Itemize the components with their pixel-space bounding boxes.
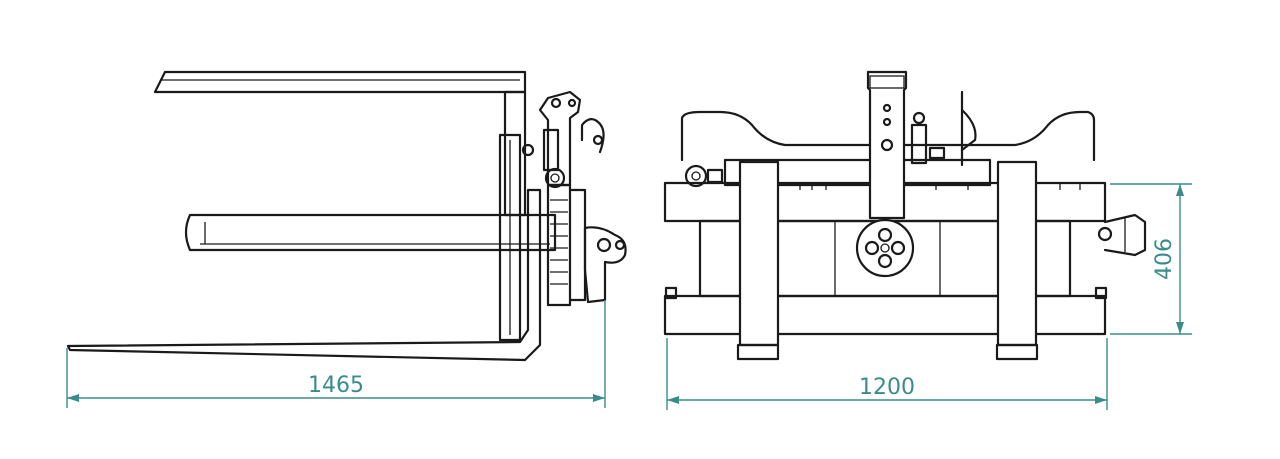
dimension-front-height: 406 bbox=[1110, 183, 1192, 335]
side-frame bbox=[498, 133, 522, 342]
middle-clamp-arm bbox=[184, 213, 557, 252]
upper-arm-upright bbox=[503, 90, 527, 217]
bottom-base bbox=[663, 294, 1107, 336]
lower-fork-blade bbox=[66, 188, 542, 362]
left-clamp-arm bbox=[738, 160, 780, 347]
right-clamp-arm bbox=[996, 160, 1038, 347]
dimension-front-width: 1200 bbox=[666, 338, 1108, 410]
lower-mounting-bracket bbox=[583, 226, 627, 304]
dimension-side-length: 1465 bbox=[66, 300, 606, 408]
carriage-teeth bbox=[550, 199, 568, 285]
left-fitting bbox=[684, 164, 708, 188]
carriage-plate bbox=[546, 183, 572, 307]
side-view bbox=[66, 70, 627, 362]
right-fitting bbox=[1103, 213, 1147, 257]
front-width-label: 1200 bbox=[859, 375, 915, 400]
top-mounting-bracket bbox=[538, 90, 582, 187]
front-view bbox=[663, 70, 1147, 361]
rotator-hub bbox=[855, 218, 915, 278]
top-beam-slots bbox=[799, 183, 1081, 190]
centre-mast bbox=[866, 70, 908, 220]
upper-fork-arm bbox=[153, 70, 527, 94]
front-height-label: 406 bbox=[1152, 238, 1177, 280]
hook-icon bbox=[580, 118, 605, 154]
side-length-label: 1465 bbox=[308, 373, 364, 398]
